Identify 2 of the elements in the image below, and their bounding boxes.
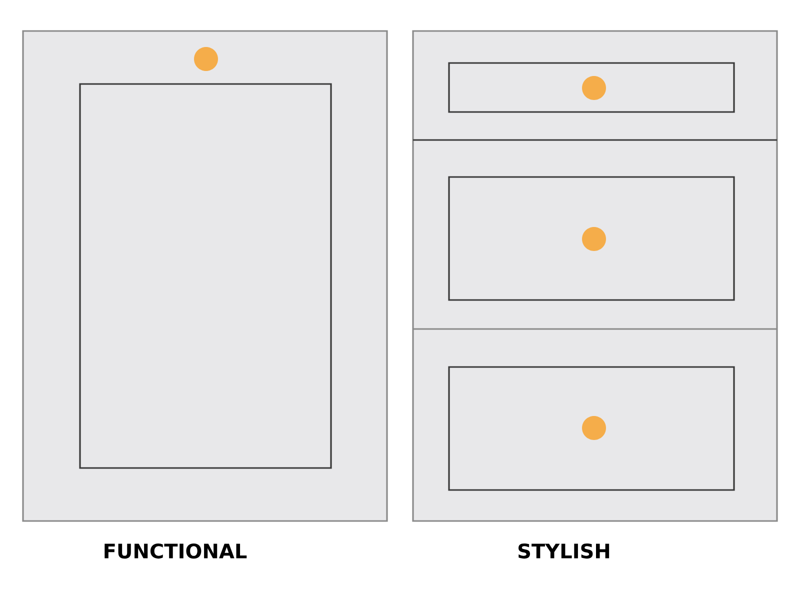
text-label: FUNCTIONAL (104, 543, 247, 559)
text-label: STYLISH (518, 543, 610, 559)
